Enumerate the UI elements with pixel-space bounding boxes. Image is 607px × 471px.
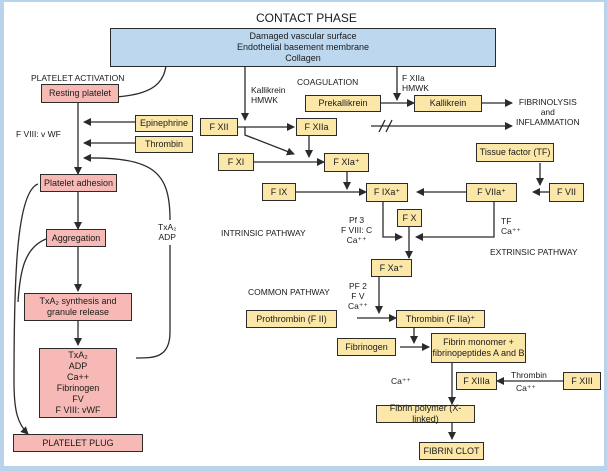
label-ca-left: Ca⁺⁺ xyxy=(391,376,411,386)
box-thrombin: Thrombin (F IIa)⁺ xyxy=(396,310,485,328)
label-thrombin-fxiii: Thrombin xyxy=(511,370,547,380)
box-thrombin-platelet: Thrombin xyxy=(135,136,193,153)
box-fixa: F IXa⁺ xyxy=(366,183,408,202)
box-fviia: F VIIa⁺ xyxy=(466,183,517,202)
box-fxiiia: F XIIIa xyxy=(456,372,497,390)
line-txa2-feedback-lower xyxy=(135,245,171,359)
box-fxii: F XII xyxy=(200,118,238,136)
arrow-fixa-junction xyxy=(382,202,403,241)
box-fvii: F VII xyxy=(549,183,584,202)
connector-layer xyxy=(13,65,567,440)
box-aggregation: Aggregation xyxy=(46,229,106,247)
box-fxia: F XIa⁺ xyxy=(324,153,369,172)
line-aggregation-to-plug xyxy=(17,238,47,303)
box-fix: F IX xyxy=(262,183,296,201)
label-extrinsic-pathway: EXTRINSIC PATHWAY xyxy=(490,247,578,257)
label-common-pathway: COMMON PATHWAY xyxy=(248,287,330,297)
arrow-fxii-fxia xyxy=(244,127,295,156)
box-fxa: F Xa⁺ xyxy=(371,259,412,277)
box-platelet-plug: PLATELET PLUG xyxy=(13,434,143,452)
contact-line-1: Damaged vascular surface xyxy=(249,31,357,41)
box-release-products: TxA₂ ADP Ca++ Fibrinogen FV F VIII: vWF xyxy=(39,348,117,418)
box-fibrin-monomer: Fibrin monomer + fibrinopeptides A and B xyxy=(431,333,526,363)
box-fxiia: F XIIa xyxy=(296,118,337,136)
contact-phase-box: Damaged vascular surface Endothelial bas… xyxy=(110,28,496,67)
label-intrinsic-pathway: INTRINSIC PATHWAY xyxy=(221,228,306,238)
box-epinephrine: Epinephrine xyxy=(135,115,193,132)
label-fxiia-hmwk: F XIIa HMWK xyxy=(402,73,429,93)
label-cofactors-xa: PF 2 F V Ca⁺⁺ xyxy=(348,281,368,311)
box-fibrin-polymer: Fibrin polymer (X-linked) xyxy=(376,403,475,424)
box-fibrinogen: Fibrinogen xyxy=(337,338,396,356)
arrow-txa2-feedback xyxy=(83,153,171,221)
box-txa2-synthesis: TxA₂ synthesis and granule release xyxy=(24,293,132,321)
label-coagulation: COAGULATION xyxy=(297,77,359,87)
arrow-adhesion-to-plug xyxy=(13,183,39,435)
label-tf-ca: TF Ca⁺⁺ xyxy=(501,216,521,236)
box-tissue-factor: Tissue factor (TF) xyxy=(476,143,554,162)
label-fibrinolysis-inflammation: FIBRINOLYSIS and INFLAMMATION xyxy=(516,97,580,127)
contact-line-3: Collagen xyxy=(285,53,321,63)
box-fibrin-clot: FIBRIN CLOT xyxy=(419,442,484,460)
label-txa2-adp: TxA₂ ADP xyxy=(158,222,177,242)
diagram-title: CONTACT PHASE xyxy=(256,11,357,25)
box-fxiii: F XIII xyxy=(563,372,601,390)
label-fviii-vwf: F VIII: v WF xyxy=(16,129,61,139)
break-mark xyxy=(378,119,393,133)
box-prothrombin: Prothrombin (F II) xyxy=(246,310,337,328)
arrow-fviia-junction xyxy=(415,202,495,241)
label-cofactors-ix: Pf 3 F VIII: C Ca⁺⁺ xyxy=(341,215,373,245)
box-fxi: F XI xyxy=(218,153,254,171)
box-kallikrein: Kallikrein xyxy=(414,95,482,112)
label-kallikrein-hmwk: Kallikrein HMWK xyxy=(251,85,286,105)
label-ca-fxiii: Ca⁺⁺ xyxy=(516,383,536,393)
label-platelet-activation: PLATELET ACTIVATION xyxy=(31,73,125,83)
box-resting-platelet: Resting platelet xyxy=(41,84,119,103)
contact-line-2: Endothelial basement membrane xyxy=(236,42,370,52)
box-prekallikrein: Prekallikrein xyxy=(305,95,381,112)
box-platelet-adhesion: Platelet adhesion xyxy=(40,174,117,192)
box-fx: F X xyxy=(397,209,422,227)
diagram-canvas: CONTACT PHASE Damaged vascular surface E… xyxy=(4,2,604,466)
